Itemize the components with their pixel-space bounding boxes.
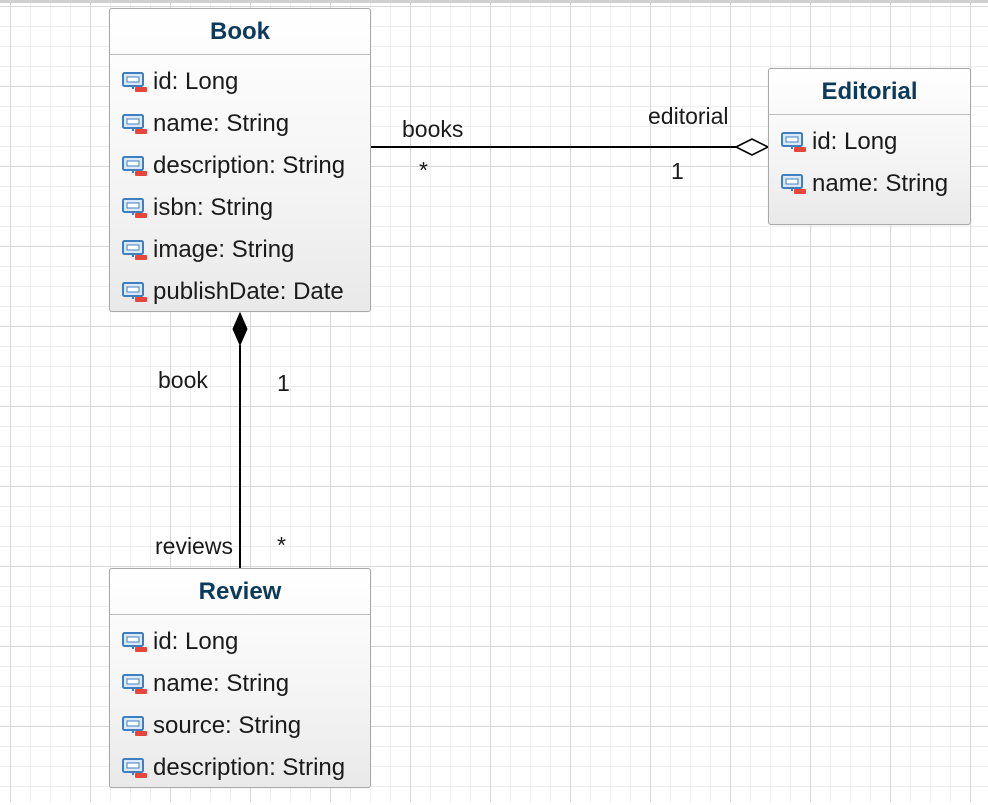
class-book[interactable]: Book id: Long name: String description: … xyxy=(109,8,371,312)
private-attribute-icon xyxy=(781,132,806,152)
private-attribute-icon xyxy=(122,240,147,260)
attribute-label: name: String xyxy=(812,170,949,197)
connectors-layer xyxy=(232,138,770,569)
attribute-label: description: String xyxy=(153,754,346,781)
attribute-row[interactable]: description: String xyxy=(110,145,370,187)
class-review-attributes: id: Long name: String source: String des… xyxy=(110,615,370,789)
private-attribute-icon xyxy=(122,198,147,218)
attribute-row[interactable]: source: String xyxy=(110,705,370,747)
multiplicity-label-reviews: * xyxy=(277,532,286,558)
class-book-attributes: id: Long name: String description: Strin… xyxy=(110,55,370,313)
private-attribute-icon xyxy=(122,716,147,736)
role-label-books: books xyxy=(402,116,464,142)
class-editorial-title: Editorial xyxy=(769,69,970,115)
attribute-row[interactable]: id: Long xyxy=(110,61,370,103)
attribute-label: id: Long xyxy=(153,628,239,655)
attribute-label: description: String xyxy=(153,152,346,179)
class-editorial-attributes: id: Long name: String xyxy=(769,115,970,205)
class-review-title: Review xyxy=(110,569,370,615)
class-review[interactable]: Review id: Long name: String source: Str… xyxy=(109,568,371,788)
role-label-reviews: reviews xyxy=(155,533,233,559)
attribute-label: name: String xyxy=(153,670,290,697)
attribute-label: id: Long xyxy=(153,68,239,95)
attribute-label: id: Long xyxy=(812,128,898,155)
multiplicity-label-books: * xyxy=(419,157,428,183)
attribute-label: isbn: String xyxy=(153,194,274,221)
class-book-title: Book xyxy=(110,9,370,55)
attribute-row[interactable]: name: String xyxy=(769,163,970,205)
attribute-row[interactable]: image: String xyxy=(110,229,370,271)
attribute-row[interactable]: isbn: String xyxy=(110,187,370,229)
private-attribute-icon xyxy=(781,174,806,194)
attribute-row[interactable]: id: Long xyxy=(769,121,970,163)
attribute-label: image: String xyxy=(153,236,295,263)
private-attribute-icon xyxy=(122,674,147,694)
attribute-row[interactable]: name: String xyxy=(110,103,370,145)
private-attribute-icon xyxy=(122,758,147,778)
private-attribute-icon xyxy=(122,114,147,134)
attribute-row[interactable]: name: String xyxy=(110,663,370,705)
attribute-row[interactable]: description: String xyxy=(110,747,370,789)
attribute-label: name: String xyxy=(153,110,290,137)
role-label-book: book xyxy=(158,367,208,393)
class-editorial[interactable]: Editorial id: Long name: String xyxy=(768,68,971,225)
multiplicity-label-book: 1 xyxy=(277,370,290,396)
private-attribute-icon xyxy=(122,72,147,92)
private-attribute-icon xyxy=(122,156,147,176)
role-label-editorial: editorial xyxy=(648,103,729,129)
composition-diamond xyxy=(232,311,248,347)
private-attribute-icon xyxy=(122,632,147,652)
attribute-row[interactable]: id: Long xyxy=(110,621,370,663)
private-attribute-icon xyxy=(122,282,147,302)
attribute-row[interactable]: publishDate: Date xyxy=(110,271,370,313)
attribute-label: source: String xyxy=(153,712,302,739)
aggregation-diamond xyxy=(734,138,770,156)
multiplicity-label-editorial: 1 xyxy=(671,158,684,184)
attribute-label: publishDate: Date xyxy=(153,278,344,305)
